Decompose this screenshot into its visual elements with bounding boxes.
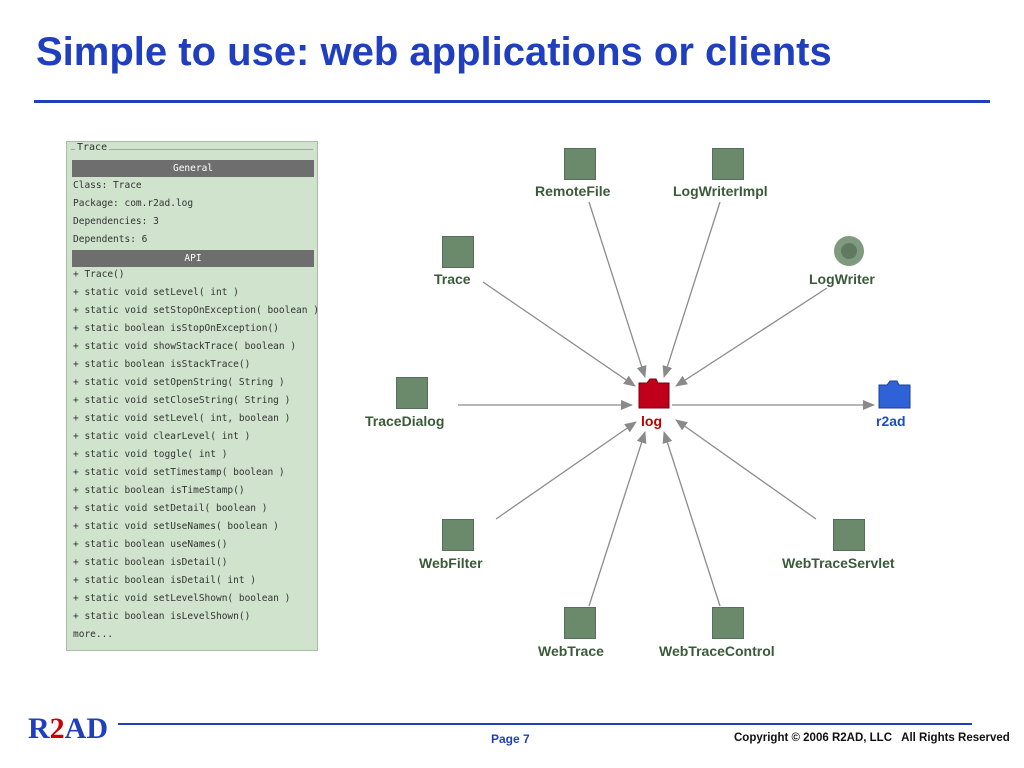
node-label-webtrace[interactable]: WebTrace [538, 643, 604, 659]
api-row: + static boolean isDetail() [73, 557, 228, 568]
log-folder-icon [638, 378, 670, 409]
copyright-notice: Copyright © 2006 R2AD, LLC All Rights Re… [734, 732, 1010, 744]
panel-legend: Trace [75, 142, 110, 153]
edge-webtrace-log [588, 431, 647, 607]
node-label-trace[interactable]: Trace [434, 271, 471, 287]
logo-digit-2: 2 [49, 712, 65, 745]
node-label-r2ad[interactable]: r2ad [876, 413, 906, 429]
node-label-tracedialog[interactable]: TraceDialog [365, 413, 445, 429]
edge-webtraceservlet-log [675, 419, 817, 520]
edge-logwriter-log [675, 287, 828, 387]
node-label-remotefile[interactable]: RemoteFile [535, 183, 611, 199]
node-label-log[interactable]: log [641, 413, 662, 429]
edge-remotefile-log [588, 201, 647, 378]
api-row: + static void clearLevel( int ) [73, 431, 251, 442]
api-header: API [72, 250, 314, 267]
node-label-webfilter[interactable]: WebFilter [419, 555, 483, 571]
api-row: + static void setUseNames( boolean ) [73, 521, 279, 532]
webtrace-node-icon[interactable] [564, 607, 596, 639]
api-row: + static boolean isTimeStamp() [73, 485, 245, 496]
api-row: + static void setCloseString( String ) [73, 395, 291, 406]
node-label-webtracecontrol[interactable]: WebTraceControl [659, 643, 775, 659]
logwriterimpl-node-icon[interactable] [712, 148, 744, 180]
api-row: + static void setDetail( boolean ) [73, 503, 268, 514]
edge-webfilter-log [495, 421, 637, 520]
api-row: + static boolean isLevelShown() [73, 611, 251, 622]
footer-divider [118, 723, 972, 725]
node-label-webtraceservlet[interactable]: WebTraceServlet [782, 555, 895, 571]
trace-panel: Trace General Class: Trace Package: com.… [66, 141, 319, 651]
edge-webtracecontrol-log [662, 431, 721, 607]
r2ad-logo: R2AD [28, 712, 108, 746]
api-row: + Trace() [73, 269, 125, 280]
trace-node-icon[interactable] [442, 236, 474, 268]
more-link[interactable]: more... [73, 629, 114, 640]
api-row: + static void setLevel( int ) [73, 287, 239, 298]
api-row: + static void setTimestamp( boolean ) [73, 467, 285, 478]
general-row-class: Class: Trace [73, 180, 142, 191]
api-row: + static void setOpenString( String ) [73, 377, 285, 388]
api-row: + static void setLevel( int, boolean ) [73, 413, 291, 424]
api-row: + static void setStopOnException( boolea… [73, 305, 319, 316]
node-label-logwriterimpl[interactable]: LogWriterImpl [673, 183, 768, 199]
api-row: + static void showStackTrace( boolean ) [73, 341, 297, 352]
logo-letter-r: R [28, 712, 50, 745]
slide-title: Simple to use: web applications or clien… [36, 30, 832, 74]
api-row: + static boolean isDetail( int ) [73, 575, 257, 586]
general-row-dependents: Dependents: 6 [73, 234, 148, 245]
panel-border-line [71, 149, 313, 150]
api-row: + static boolean useNames() [73, 539, 228, 550]
general-header: General [72, 160, 314, 177]
tracedialog-node-icon[interactable] [396, 377, 428, 409]
edge-logwriterimpl-log [662, 201, 721, 378]
webfilter-node-icon[interactable] [442, 519, 474, 551]
webtracecontrol-node-icon[interactable] [712, 607, 744, 639]
api-row: + static void setLevelShown( boolean ) [73, 593, 291, 604]
title-divider [34, 100, 990, 103]
webtraceservlet-node-icon[interactable] [833, 519, 865, 551]
node-label-logwriter[interactable]: LogWriter [809, 271, 875, 287]
general-row-dependencies: Dependencies: 3 [73, 216, 159, 227]
r2ad-folder-icon [878, 380, 911, 409]
page-number: Page 7 [491, 732, 530, 746]
general-row-package: Package: com.r2ad.log [73, 198, 194, 209]
edge-trace-log [482, 281, 636, 387]
api-row: + static boolean isStackTrace() [73, 359, 251, 370]
api-row: + static void toggle( int ) [73, 449, 228, 460]
logwriter-interface-icon [834, 236, 864, 266]
logo-letters-ad: AD [64, 712, 109, 745]
remotefile-node-icon[interactable] [564, 148, 596, 180]
api-row: + static boolean isStopOnException() [73, 323, 279, 334]
